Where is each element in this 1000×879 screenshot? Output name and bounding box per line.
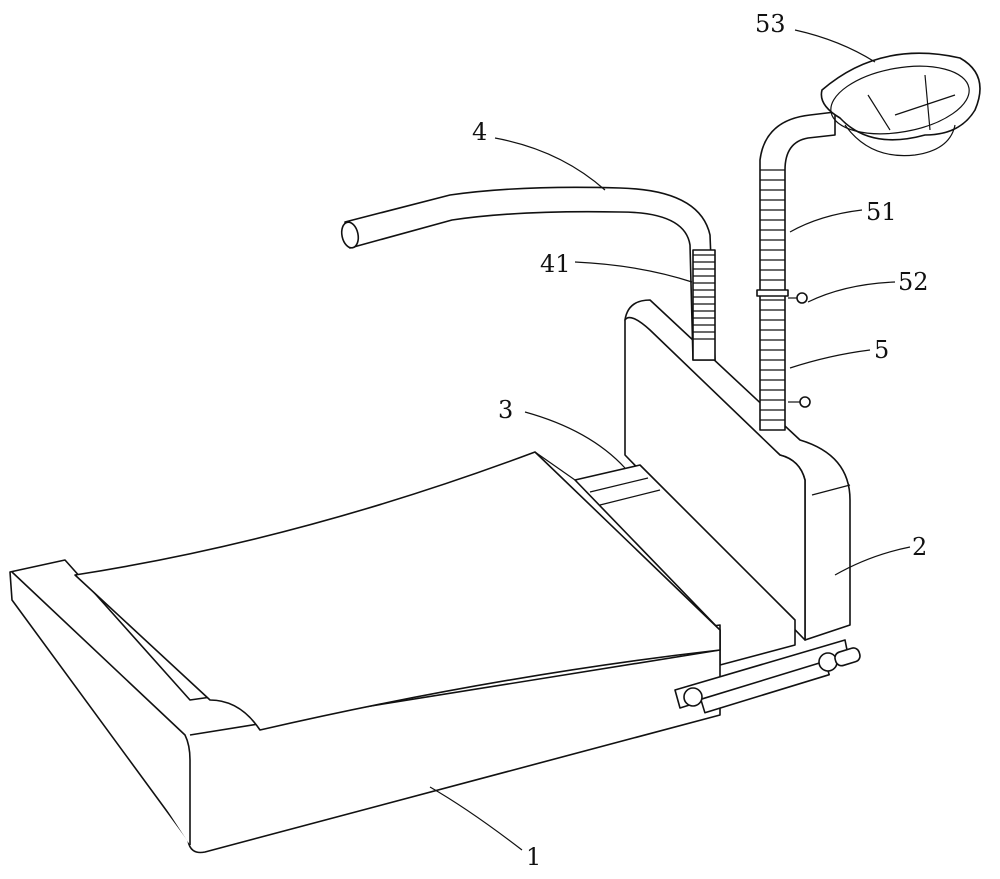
leader-53 <box>794 29 876 63</box>
column-5 <box>756 111 836 431</box>
threaded-tube-41 <box>692 249 716 361</box>
label-4: 4 <box>472 118 487 146</box>
side-panel-2 <box>624 299 851 641</box>
label-41: 41 <box>540 250 571 278</box>
knob-52 <box>796 292 808 304</box>
label-53: 53 <box>755 10 786 38</box>
slider-mechanism <box>674 639 861 714</box>
label-51: 51 <box>866 198 897 226</box>
leader-5 <box>789 349 871 369</box>
label-1: 1 <box>526 843 541 871</box>
label-52: 52 <box>898 268 929 296</box>
funnel-53 <box>820 52 981 157</box>
label-2: 2 <box>912 533 927 561</box>
handle-4 <box>340 186 716 361</box>
leader-52 <box>807 281 896 303</box>
leader-2 <box>834 546 911 576</box>
label-5: 5 <box>874 336 889 364</box>
leader-41 <box>574 261 693 283</box>
base-1 <box>9 451 721 854</box>
leader-3 <box>524 411 626 469</box>
leader-1 <box>429 786 523 851</box>
leader-4 <box>494 137 606 191</box>
leader-51 <box>789 209 863 233</box>
label-3: 3 <box>498 396 513 424</box>
